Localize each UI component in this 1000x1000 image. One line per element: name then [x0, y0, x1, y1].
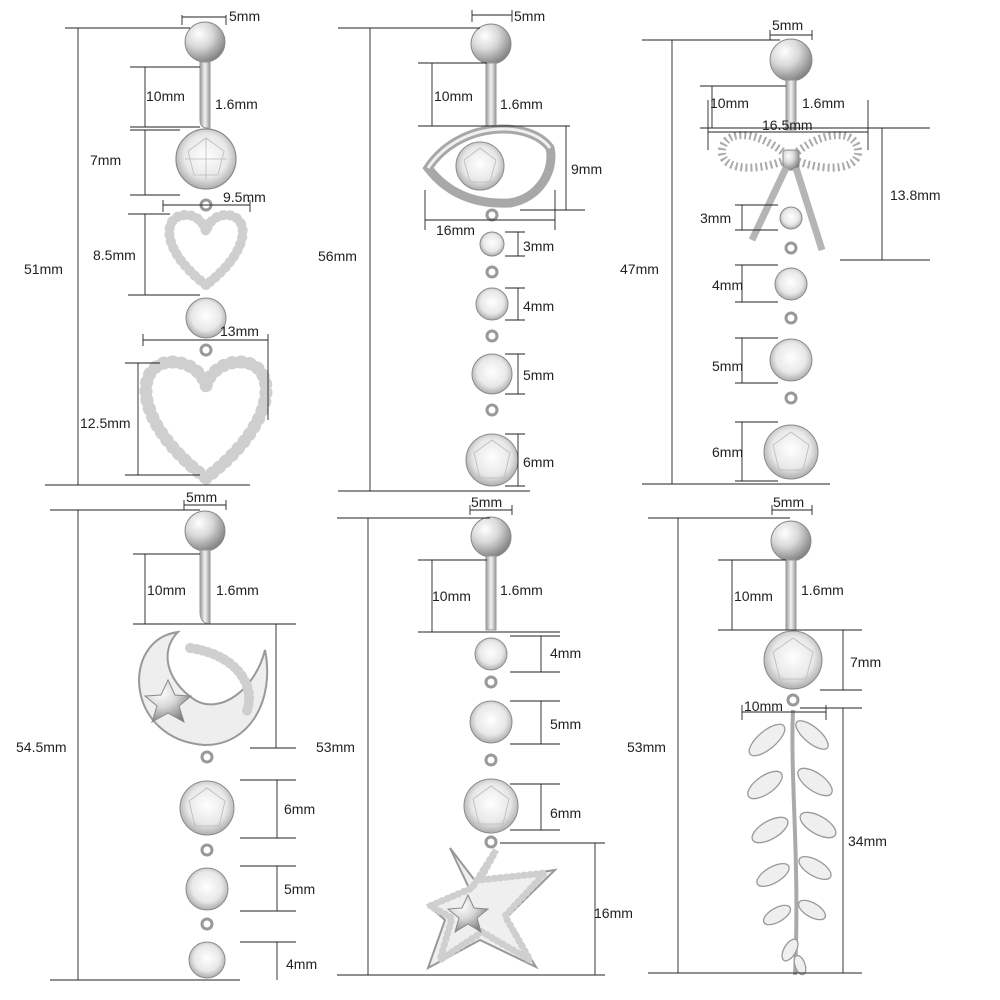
- jewel-eye: 5mm 56mm 10mm 1.6mm 9mm 16mm 3mm 4mm 5mm…: [318, 8, 602, 492]
- gauge-label: 1.6mm: [215, 96, 258, 112]
- total-length-label: 47mm: [620, 261, 659, 277]
- bar-length-label: 10mm: [432, 588, 471, 604]
- star-dimension-lines: [337, 505, 605, 976]
- heart-jewelry-illustration: [139, 21, 273, 487]
- eye-dimension-lines: [338, 10, 585, 492]
- bow-left-loop: [718, 131, 798, 172]
- total-length-label: 54.5mm: [16, 739, 67, 755]
- leaf-dimension-lines: [648, 505, 862, 974]
- ball-diameter-label: 5mm: [229, 8, 260, 24]
- part-label: 13mm: [220, 323, 259, 339]
- part-label: 4mm: [286, 956, 317, 972]
- bow-jewelry-illustration: [718, 38, 862, 480]
- part-label: 5mm: [712, 358, 743, 374]
- part-label: 7mm: [850, 654, 881, 670]
- mid-gem: [185, 297, 227, 339]
- eye-gem: [455, 141, 505, 191]
- gauge-label: 1.6mm: [216, 582, 259, 598]
- part-label: 12.5mm: [80, 415, 131, 431]
- part-label: 3mm: [523, 238, 554, 254]
- gauge-label: 1.6mm: [801, 582, 844, 598]
- bow-right-ribbon: [792, 166, 826, 252]
- ball-diameter-label: 5mm: [514, 8, 545, 24]
- large-star: [426, 847, 558, 971]
- barbell-bar: [199, 61, 211, 129]
- ball-diameter-label: 5mm: [773, 494, 804, 510]
- moon-dimension-lines: [50, 500, 296, 981]
- part-label: 5mm: [550, 716, 581, 732]
- leaves: [747, 720, 837, 976]
- ball-diameter-label: 5mm: [772, 17, 803, 33]
- part-label: 34mm: [848, 833, 887, 849]
- eye-jewelry-illustration: [422, 23, 556, 487]
- jewel-moon: 5mm 54.5mm 10mm 1.6mm 6mm 5mm 4mm: [16, 489, 317, 981]
- part-label: 6mm: [712, 444, 743, 460]
- part-label: 6mm: [523, 454, 554, 470]
- jewel-bow: 5mm 47mm 10mm 1.6mm 16.5mm 13.8mm 3mm 4m…: [620, 17, 941, 485]
- bar-length-label: 10mm: [146, 88, 185, 104]
- part-label: 8.5mm: [93, 247, 136, 263]
- moon-dimension-labels: 5mm 54.5mm 10mm 1.6mm 6mm 5mm 4mm: [16, 489, 317, 972]
- leaf-jewelry-illustration: [747, 520, 837, 976]
- gauge-label: 1.6mm: [500, 96, 543, 112]
- part-label: 9.5mm: [223, 189, 266, 205]
- moon-jewelry-illustration: [138, 510, 269, 979]
- part-label: 6mm: [550, 805, 581, 821]
- bar-length-label: 10mm: [147, 582, 186, 598]
- jewel-heart: 5mm 51mm 10mm 1.6mm 7mm 9.5mm 8.5mm 13mm…: [24, 8, 273, 487]
- star-dimension-labels: 5mm 53mm 10mm 1.6mm 4mm 5mm 6mm 16mm: [316, 494, 633, 921]
- part-label: 7mm: [90, 152, 121, 168]
- bar-length-label: 10mm: [434, 88, 473, 104]
- small-star: [143, 678, 193, 724]
- bow-dimension-labels: 5mm 47mm 10mm 1.6mm 16.5mm 13.8mm 3mm 4m…: [620, 17, 941, 460]
- part-label: 4mm: [550, 645, 581, 661]
- crescent-moon: [138, 630, 269, 747]
- total-length-label: 53mm: [316, 739, 355, 755]
- ball-diameter-label: 5mm: [186, 489, 217, 505]
- jewel-star: 5mm 53mm 10mm 1.6mm 4mm 5mm 6mm 16mm: [316, 494, 633, 976]
- part-label: 6mm: [284, 801, 315, 817]
- part-label: 16mm: [594, 905, 633, 921]
- bow-left-ribbon: [748, 166, 790, 242]
- ball-diameter-label: 5mm: [471, 494, 502, 510]
- star-jewelry-illustration: [421, 516, 558, 971]
- heart-dimension-lines: [45, 15, 269, 486]
- gauge-label: 1.6mm: [802, 95, 845, 111]
- part-label: 3mm: [700, 210, 731, 226]
- bar-length-label: 10mm: [710, 95, 749, 111]
- bow-dimension-lines: [642, 30, 930, 485]
- bow-right-loop: [782, 131, 862, 172]
- eye-dimension-labels: 5mm 56mm 10mm 1.6mm 9mm 16mm 3mm 4mm 5mm…: [318, 8, 602, 470]
- part-label: 4mm: [523, 298, 554, 314]
- total-length-label: 56mm: [318, 248, 357, 264]
- total-length-label: 51mm: [24, 261, 63, 277]
- jewel-leaf: 5mm 53mm 10mm 1.6mm 7mm 10mm 34mm: [627, 494, 887, 976]
- part-label: 16mm: [436, 222, 475, 238]
- heart-dimension-labels: 5mm 51mm 10mm 1.6mm 7mm 9.5mm 8.5mm 13mm…: [24, 8, 266, 431]
- part-label: 10mm: [744, 698, 783, 714]
- part-label: 4mm: [712, 277, 743, 293]
- gauge-label: 1.6mm: [500, 582, 543, 598]
- leaf-stem: [790, 709, 799, 976]
- part-label: 5mm: [284, 881, 315, 897]
- part-label: 9mm: [571, 161, 602, 177]
- total-length-label: 53mm: [627, 739, 666, 755]
- bar-length-label: 10mm: [734, 588, 773, 604]
- part-label: 5mm: [523, 367, 554, 383]
- top-ball: [184, 21, 226, 63]
- leaf-dimension-labels: 5mm 53mm 10mm 1.6mm 7mm 10mm 34mm: [627, 494, 887, 849]
- part-label: 13.8mm: [890, 187, 941, 203]
- part-label: 16.5mm: [762, 117, 813, 133]
